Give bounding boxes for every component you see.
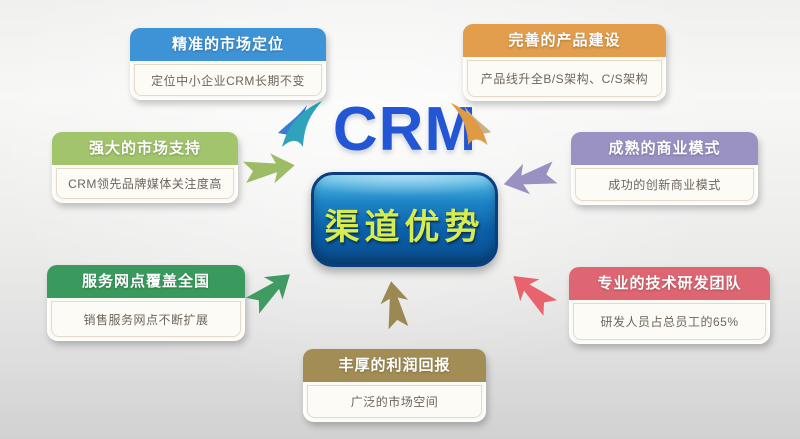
card-rd-team: 专业的技术研发团队 研发人员占总员工的65% <box>569 267 770 344</box>
card-title: 精准的市场定位 <box>130 28 326 61</box>
arrow-bottom-left-icon <box>245 274 290 314</box>
card-business-model: 成熟的商业模式 成功的创新商业模式 <box>571 132 758 205</box>
card-market-support: 强大的市场支持 CRM领先品牌媒体关注度高 <box>52 132 238 203</box>
card-title: 丰厚的利润回报 <box>303 349 486 382</box>
card-title: 强大的市场支持 <box>52 132 238 165</box>
card-profit-return: 丰厚的利润回报 广泛的市场空间 <box>303 349 486 422</box>
card-title: 完善的产品建设 <box>463 24 666 57</box>
card-product-construction: 完善的产品建设 产品线升全B/S架构、C/S架构 <box>463 24 666 101</box>
logo-swoosh-right-icon <box>450 102 492 146</box>
card-body-text: 销售服务网点不断扩展 <box>51 301 241 337</box>
arrow-bottom-center-icon <box>380 281 409 330</box>
card-market-positioning: 精准的市场定位 定位中小企业CRM长期不变 <box>130 28 326 100</box>
arrow-mid-left-icon <box>242 153 295 184</box>
channel-advantage-label: 渠道优势 <box>324 208 485 247</box>
card-body-text: 研发人员占总员工的65% <box>573 303 766 340</box>
card-body-text: 产品线升全B/S架构、C/S架构 <box>467 60 662 97</box>
arrow-bottom-right-icon <box>513 275 558 316</box>
channel-advantage-badge: 渠道优势 <box>311 172 498 267</box>
card-service-network: 服务网点覆盖全国 销售服务网点不断扩展 <box>47 265 245 341</box>
card-title: 服务网点覆盖全国 <box>47 265 245 298</box>
card-body-text: CRM领先品牌媒体关注度高 <box>56 168 234 199</box>
card-title: 成熟的商业模式 <box>571 132 758 165</box>
card-body-text: 定位中小企业CRM长期不变 <box>134 64 322 96</box>
arrow-mid-right-icon <box>503 161 558 195</box>
card-body-text: 广泛的市场空间 <box>307 385 482 418</box>
logo-swoosh-left-icon <box>278 101 322 147</box>
card-title: 专业的技术研发团队 <box>569 267 770 300</box>
card-body-text: 成功的创新商业模式 <box>575 168 754 201</box>
